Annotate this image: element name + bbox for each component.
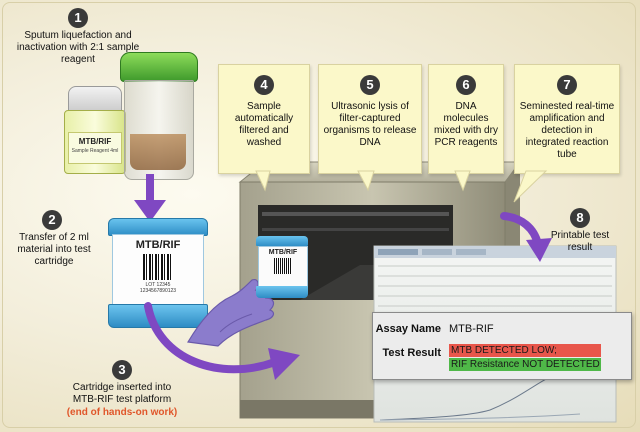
- cartridge-serial: 1234567890123: [139, 288, 177, 294]
- cartridge-label: MTB/RIF: [135, 239, 181, 251]
- step-7-caption: Seminested real-time amplification and d…: [519, 101, 615, 160]
- arrow-down: [134, 174, 166, 222]
- test-cartridge: MTB/RIF LOT 12345 1234567890123: [108, 218, 208, 328]
- assay-name-label: Assay Name: [375, 323, 441, 335]
- cartridge-in-hand: MTB/RIF: [256, 236, 308, 298]
- callout-step-6: 6 DNA molecules mixed with dry PCR reage…: [428, 64, 504, 174]
- result-mtb-detected: MTB DETECTED LOW;: [449, 344, 601, 357]
- cartridge-barcode: [143, 254, 173, 280]
- assay-name-value: MTB-RIF: [449, 323, 494, 335]
- reagent-sublabel: Sample Reagent 4ml: [71, 148, 119, 154]
- sputum-container: [120, 52, 198, 180]
- figure-frame: [2, 2, 636, 428]
- arrow-to-result: [500, 212, 552, 262]
- result-panel: Assay Name MTB-RIF Test Result MTB DETEC…: [372, 312, 632, 380]
- cartridge-lot: LOT 12345: [145, 282, 171, 288]
- step-8-number: 8: [570, 208, 590, 228]
- small-cartridge-label: MTB/RIF: [268, 249, 298, 256]
- reagent-label: MTB/RIF: [78, 137, 112, 146]
- test-result-label: Test Result: [382, 347, 441, 359]
- step-1-caption: Sputum liquefaction and inactivation wit…: [16, 30, 140, 65]
- step-6-caption: DNA molecules mixed with dry PCR reagent…: [434, 101, 498, 148]
- step-5-caption: Ultrasonic lysis of filter-captured orga…: [323, 101, 417, 148]
- step-2-number: 2: [42, 210, 62, 230]
- callout-step-5: 5 Ultrasonic lysis of filter-captured or…: [318, 64, 422, 174]
- callout-step-4: 4 Sample automatically filtered and wash…: [218, 64, 310, 174]
- step-4-number: 4: [254, 75, 274, 95]
- step-5-number: 5: [360, 75, 380, 95]
- step-4-caption: Sample automatically filtered and washed: [234, 101, 294, 148]
- step-3-caption: Cartridge inserted into MTB-RIF test pla…: [72, 382, 172, 405]
- step-2-caption: Transfer of 2 ml material into test cart…: [17, 232, 91, 267]
- step-6-number: 6: [456, 75, 476, 95]
- arrow-insert: [144, 302, 300, 380]
- step-3-number: 3: [112, 360, 132, 380]
- callout-step-7: 7 Seminested real-time amplification and…: [514, 64, 620, 174]
- step-3-note: (end of hands-on work): [66, 407, 178, 418]
- step-7-number: 7: [557, 75, 577, 95]
- reagent-bottle: MTB/RIF Sample Reagent 4ml: [62, 86, 126, 174]
- step-1-number: 1: [68, 8, 88, 28]
- step-8-caption: Printable test result: [550, 230, 610, 253]
- result-rif-not-detected: RIF Resistance NOT DETECTED: [449, 358, 601, 371]
